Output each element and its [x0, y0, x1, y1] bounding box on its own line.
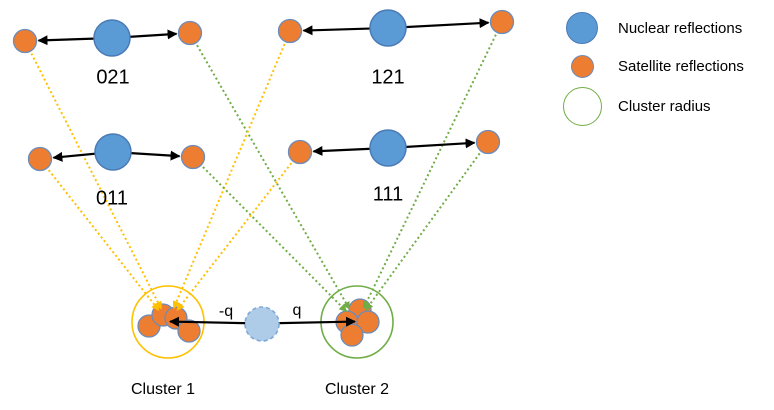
satellite-reflection-011-right — [180, 144, 206, 170]
group-label-011: 011 — [96, 187, 128, 210]
satellite-to-cluster2-dotted-arrow — [189, 32, 351, 310]
pos-q-label: q — [292, 302, 302, 319]
satellite-to-cluster2-dotted-arrow — [365, 141, 489, 311]
cluster2-label: Cluster 2 — [324, 381, 390, 398]
group-label-021: 021 — [96, 66, 130, 89]
legend-label-nuclear: Nuclear reflections — [618, 19, 743, 37]
legend-item-nuclear: Nuclear reflections — [556, 12, 742, 44]
satellite-to-cluster2-dotted-arrow — [362, 21, 503, 310]
legend-label-satellite: Satellite reflections — [618, 57, 744, 75]
modulation-wave-circle — [244, 306, 280, 342]
satellite-to-cluster1-dotted-arrow — [172, 30, 291, 310]
satellite-reflection-011-left — [27, 146, 53, 172]
cluster-radius-swatch-icon — [562, 86, 602, 126]
cluster1-satellite — [177, 319, 201, 343]
nuclear-reflection-011 — [94, 133, 132, 171]
nuclear-reflection-111 — [369, 129, 407, 167]
cluster1-label: Cluster 1 — [130, 381, 196, 398]
cluster2-satellite — [340, 323, 364, 347]
satellite-reflection-121-right — [489, 9, 515, 35]
satellite-reflection-121-left — [277, 18, 303, 44]
legend: Nuclear reflections Satellite reflection… — [556, 0, 774, 140]
satellite-to-cluster1-dotted-arrow — [24, 40, 163, 310]
nuclear-reflection-121 — [369, 9, 407, 47]
satellite-to-cluster2-dotted-arrow — [192, 156, 348, 313]
satellite-reflection-111-right — [475, 129, 501, 155]
satellite-reflection-111-left — [287, 139, 313, 165]
satellite-reflection-021-left — [12, 28, 38, 54]
satellite-to-cluster1-dotted-arrow — [176, 151, 301, 311]
satellite-reflection-swatch-icon — [570, 54, 594, 78]
nuclear-reflection-swatch-icon — [566, 12, 598, 44]
legend-item-satellite: Satellite reflections — [556, 54, 744, 78]
legend-item-cluster-radius: Cluster radius — [556, 86, 711, 126]
satellite-reflection-021-right — [177, 20, 203, 46]
nuclear-reflection-021 — [93, 19, 131, 57]
group-label-111: 111 — [372, 183, 404, 206]
cluster2-satellite — [356, 310, 380, 334]
satellite-to-cluster1-dotted-arrow — [39, 158, 160, 311]
group-label-121: 121 — [371, 66, 405, 89]
neg-q-label: -q — [218, 303, 234, 320]
legend-label-cluster-radius: Cluster radius — [618, 97, 711, 115]
